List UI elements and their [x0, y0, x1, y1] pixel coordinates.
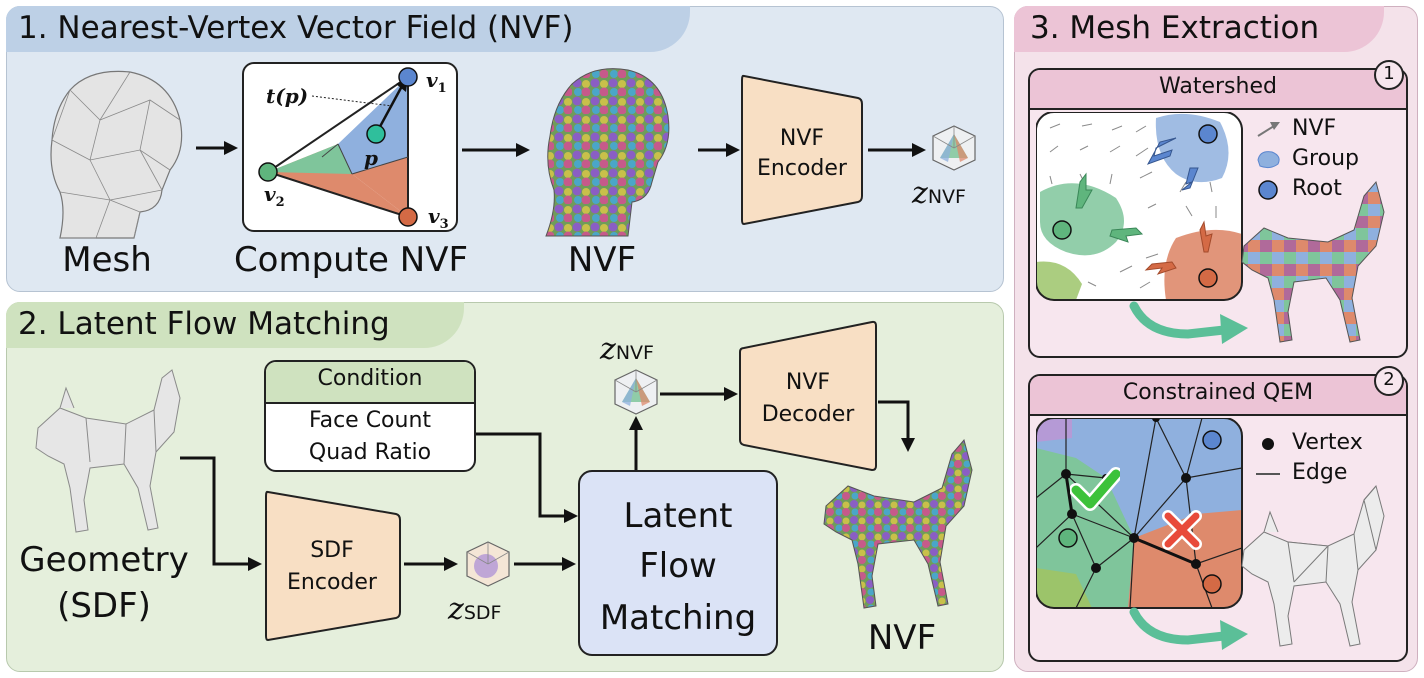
latent-nvf-label-2: zNVF [600, 332, 654, 367]
sdf-encoder-line2: Encoder [287, 570, 377, 595]
flow-line2: Flow [639, 546, 717, 586]
latent-nvf-label-1: zNVF [912, 176, 966, 211]
section3-title-tab [1014, 6, 1384, 52]
geometry-line2: (SDF) [57, 586, 151, 626]
latent-sdf-label: zSDF [448, 592, 502, 627]
arrow-sdf-encoder-to-latent [404, 557, 458, 571]
watershed-field-diagram [1036, 112, 1243, 301]
section2-title-tab [6, 302, 464, 348]
arrow-decoder-to-nvf [878, 400, 915, 452]
nvf-label-1: NVF [567, 240, 637, 280]
nvf-encoder-shape [741, 74, 863, 226]
sdf-encoder-shape [265, 490, 401, 642]
watershed-badge [1374, 60, 1404, 90]
cross-icon [1162, 510, 1202, 550]
qem-mesh-diagram [1036, 418, 1243, 609]
qem-transition-arrow [1129, 607, 1248, 650]
arrow-encoder-to-latent [868, 143, 926, 157]
flow-line1: Latent [623, 496, 733, 536]
latent-nvf-cube-1 [932, 125, 976, 171]
legend-group-label: Group [1292, 146, 1359, 171]
qem-header-bg [1030, 376, 1406, 416]
nvf-decoder-line2: Decoder [761, 402, 855, 427]
legend-nvf-arrow-icon [1257, 122, 1280, 137]
arrow-compute-to-nvf [462, 143, 530, 157]
section2-title: 2. Latent Flow Matching [18, 306, 390, 342]
watershed-transition-arrow [1129, 301, 1248, 344]
legend-edge-icon [1256, 473, 1280, 475]
qem-badge [1374, 366, 1404, 396]
latent-flow-matching-box [578, 470, 778, 656]
section3-title: 3. Mesh Extraction [1030, 10, 1320, 46]
legend-vertex-label: Vertex [1292, 430, 1363, 455]
legend-edge-label: Edge [1292, 460, 1348, 485]
arrow-condition-to-flow [476, 432, 578, 523]
watershed-title: Watershed [1159, 74, 1277, 99]
compute-nvf-label: Compute NVF [233, 240, 469, 280]
v1-label: v1 [426, 68, 447, 96]
v3-label: v3 [428, 204, 449, 232]
nvf-decoder-line1: NVF [785, 370, 831, 395]
latent-nvf-cube-2 [614, 369, 658, 415]
sdf-encoder-line1: SDF [310, 538, 354, 563]
mesh-label: Mesh [62, 240, 152, 280]
nvf-encoder-line1: NVF [779, 126, 825, 151]
nvf-decoder-shape [739, 320, 877, 472]
qem-badge-number: 2 [1383, 369, 1395, 390]
flow-line3: Matching [599, 598, 757, 638]
mesh-head-image [50, 70, 183, 239]
condition-header: Condition [317, 366, 423, 391]
condition-box [264, 360, 476, 472]
legend-nvf-label: NVF [1292, 116, 1337, 141]
legend-group-icon [1257, 151, 1280, 169]
arrow-mesh-to-compute [196, 141, 238, 155]
nvf-head-image [545, 68, 670, 237]
nvf-label-2: NVF [867, 618, 937, 658]
arrow-geometry-to-sdf-encoder [180, 456, 262, 571]
geometry-line1: Geometry [19, 540, 189, 580]
v2-label: v2 [264, 182, 285, 210]
compute-nvf-diagram [258, 67, 418, 227]
arrow-latent-nvf-to-decoder [660, 387, 738, 401]
watershed-fox-image [1241, 180, 1385, 343]
legend-root-label: Root [1292, 176, 1342, 201]
check-icon [1070, 467, 1120, 511]
qem-title: Constrained QEM [1122, 380, 1314, 405]
arrow-flow-to-latent-nvf [629, 416, 643, 470]
legend-vertex-icon [1262, 438, 1274, 450]
t-of-p-label: t(p) [266, 84, 309, 108]
section1-title-tab [6, 6, 690, 52]
nvf-encoder-line2: Encoder [757, 156, 847, 181]
condition-line1: Face Count [308, 408, 432, 433]
watershed-header-bg [1030, 70, 1406, 110]
condition-header-bg [266, 362, 474, 404]
arrow-latent-sdf-to-flow [514, 557, 576, 571]
p-label: p [364, 146, 378, 170]
geometry-fox-image [35, 369, 181, 533]
qem-fox-image [1241, 484, 1385, 647]
legend-root-icon [1258, 180, 1278, 200]
latent-sdf-cube [466, 541, 510, 587]
arrow-nvf-to-encoder [698, 143, 740, 157]
nvf-fox-image [823, 438, 973, 609]
condition-line2: Quad Ratio [308, 440, 432, 465]
watershed-badge-number: 1 [1383, 63, 1395, 84]
section1-title: 1. Nearest-Vertex Vector Field (NVF) [18, 10, 574, 46]
